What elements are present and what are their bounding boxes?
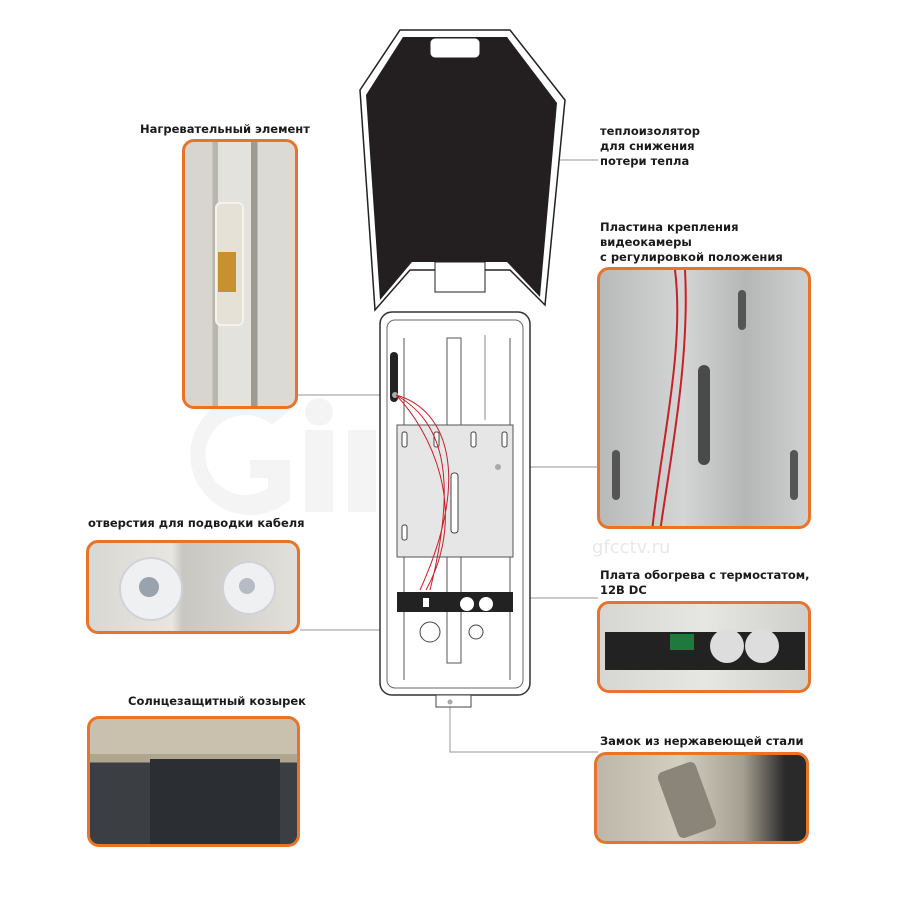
insulator-line-1: теплоизолятор <box>600 124 700 138</box>
leader-lock <box>449 705 598 753</box>
insulator-line-3: потери тепла <box>600 154 690 168</box>
cable-holes-photo <box>86 540 300 634</box>
heater-element <box>390 352 398 402</box>
cable-holes-label: отверстия для подводки кабеля <box>88 516 305 530</box>
mount-plate-label: Пластина крепления видеокамеры с регулир… <box>600 220 783 265</box>
mount-plate-line-1: Пластина крепления <box>600 220 739 234</box>
sun-visor-photo <box>87 716 300 847</box>
insulator-label: теплоизолятор для снижения потери тепла <box>600 124 700 169</box>
lock <box>435 694 472 708</box>
housing-body <box>379 311 531 708</box>
mount-plate-line-3: с регулировкой положения <box>600 250 783 264</box>
heater-label: Нагревательный элемент <box>140 122 310 136</box>
heater-board-photo <box>597 601 811 693</box>
heater-board-line-1: Плата обогрева с термостатом, <box>600 568 810 582</box>
insulator-line-2: для снижения <box>600 139 695 153</box>
lock-label: Замок из нержавеющей стали <box>600 734 804 748</box>
mount-plate-line-2: видеокамеры <box>600 235 692 249</box>
lid-insulator <box>359 29 566 312</box>
heater-board-label: Плата обогрева с термостатом, 12В DC <box>600 568 810 598</box>
heater-photo <box>182 139 298 409</box>
mount-plate-photo <box>597 267 811 529</box>
watermark-site: gfcctv.ru <box>592 537 671 558</box>
heater-board-line-2: 12В DC <box>600 583 647 597</box>
heater-board <box>397 592 513 612</box>
lock-photo <box>594 752 809 844</box>
sun-visor-label: Солнцезащитный козырек <box>128 694 306 708</box>
